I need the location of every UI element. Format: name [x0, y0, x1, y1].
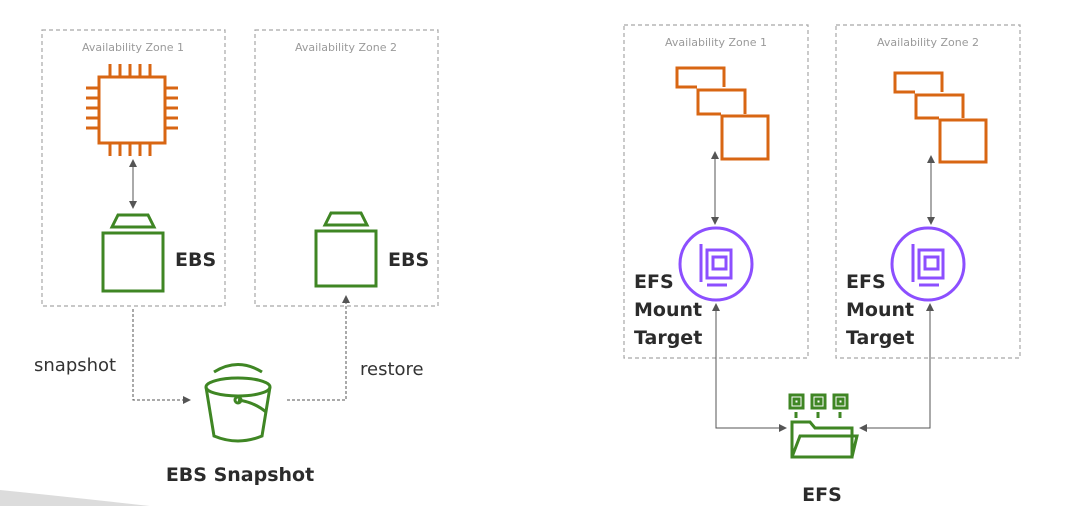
slide-corner-decoration [0, 490, 150, 506]
efs-zone-2-mount-connector [859, 303, 934, 432]
mount-target-label-zone-1: EFS Mount Target [634, 271, 702, 349]
s3-bucket-icon [204, 363, 272, 443]
mount-target-label-zone-2: EFS Mount Target [846, 271, 914, 349]
svg-text:EFS: EFS [634, 271, 674, 293]
svg-text:Target: Target [846, 327, 914, 349]
efs-zone-1-mount-connector [712, 303, 787, 432]
svg-text:Mount: Mount [846, 299, 914, 321]
ebs-volume-icon-zone-1 [101, 213, 165, 293]
snapshot-edge-label: snapshot [34, 355, 116, 376]
ebs-label-zone-2: EBS [388, 249, 429, 271]
right-efs-diagram: Availability Zone 1 Availability Zone 2 [623, 24, 1021, 506]
efs-availability-zone-1-label: Availability Zone 1 [665, 36, 767, 49]
restore-connector [287, 295, 350, 401]
ec2-instance-icon [86, 64, 178, 156]
ebs-snapshot-label: EBS Snapshot [166, 464, 314, 486]
svg-text:Mount: Mount [634, 299, 702, 321]
ec2-instances-icon-zone-1 [675, 66, 770, 161]
ebs-volume-icon-zone-2 [314, 211, 378, 288]
snapshot-connector [132, 309, 191, 404]
efs-availability-zone-2-label: Availability Zone 2 [877, 36, 979, 49]
efs-file-system-icon [788, 393, 859, 459]
restore-edge-label: restore [360, 359, 424, 380]
ebs-label-zone-1: EBS [175, 249, 216, 271]
ec2-instances-icon-zone-2 [893, 71, 988, 164]
svg-text:Target: Target [634, 327, 702, 349]
availability-zone-2-label: Availability Zone 2 [295, 41, 397, 54]
elastic-network-interface-icon-zone-2 [890, 226, 966, 302]
svg-text:EFS: EFS [846, 271, 886, 293]
elastic-network-interface-icon-zone-1 [678, 226, 754, 302]
left-ebs-diagram: Availability Zone 1 Availability Zone 2 [34, 29, 439, 486]
efs-label: EFS [802, 484, 842, 506]
availability-zone-1-label: Availability Zone 1 [82, 41, 184, 54]
availability-zone-1-box [41, 29, 226, 307]
availability-zone-2-box [254, 29, 439, 307]
